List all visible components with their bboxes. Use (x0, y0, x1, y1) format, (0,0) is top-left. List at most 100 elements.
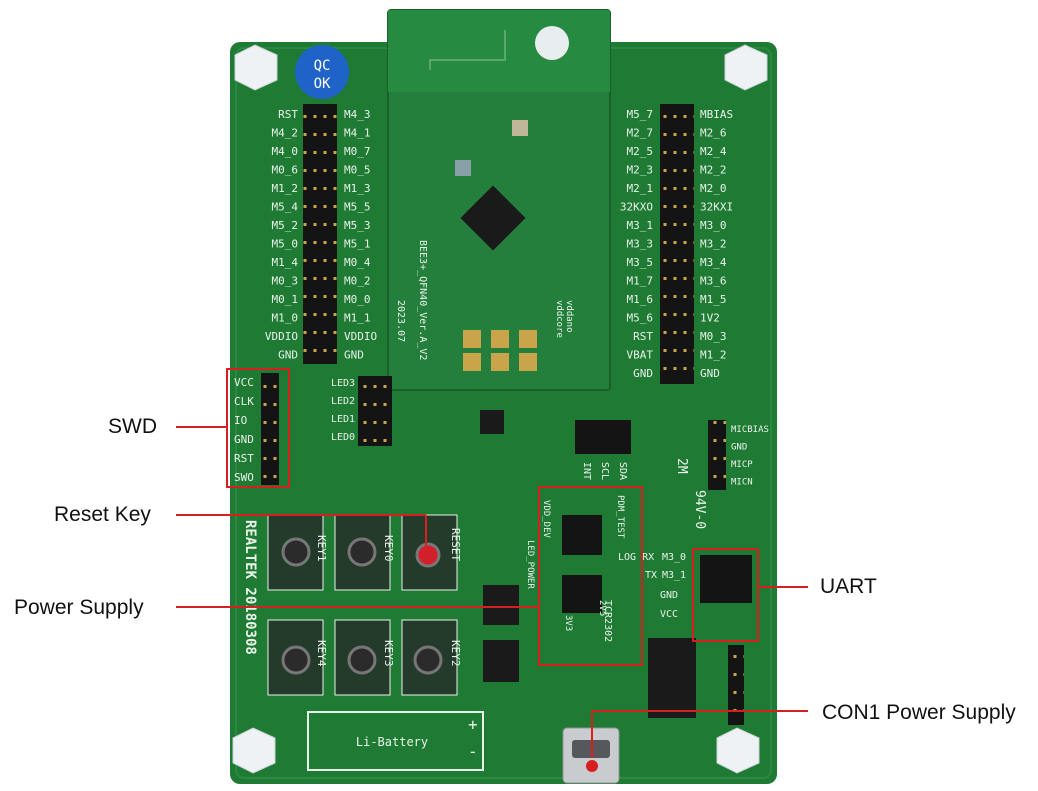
svg-text:KEY0: KEY0 (382, 535, 395, 562)
silk-label: M3_6 (700, 275, 727, 288)
silk-label: M2_4 (700, 145, 727, 158)
swd-callout-label: SWD (108, 415, 157, 438)
silk-label: MICBIAS (731, 425, 769, 435)
silk-label: M1_0 (272, 312, 299, 325)
silk-label: MICP (731, 460, 753, 470)
led-header (358, 376, 392, 446)
silk-label: MICN (731, 478, 753, 488)
silk-label: GND (278, 349, 298, 362)
regulator-chip (483, 585, 519, 625)
silk-label: M1_1 (344, 312, 371, 325)
right-header (660, 104, 694, 384)
brand-text: REALTEK 20180308 (242, 520, 258, 655)
silk-label: VDDIO (265, 330, 298, 343)
silk-label: VDDIO (344, 330, 377, 343)
silk-label: M0_1 (272, 293, 299, 306)
silk-label: GND (234, 433, 254, 446)
silk-label: M5_6 (627, 312, 654, 325)
silk-label: M5_5 (344, 201, 371, 214)
silk-label: M1_5 (700, 293, 727, 306)
qc-ok-sticker (295, 45, 349, 99)
silk-label: SWO (234, 471, 254, 484)
silk-label: M4_0 (272, 145, 299, 158)
battery-outline (307, 711, 484, 771)
silk-label: M3_3 (627, 238, 654, 251)
left-header (303, 104, 337, 364)
silk-label: M0_0 (344, 293, 371, 306)
reset-key-callout-label: Reset Key (54, 503, 151, 526)
silk-label: M5_0 (272, 238, 299, 251)
power-jumper-bottom (562, 575, 602, 613)
svg-text:+: + (468, 715, 478, 734)
battery-label: Li-Battery (356, 735, 428, 749)
vddcore-label: vddcore (554, 300, 564, 338)
silk-label: M5_1 (344, 238, 371, 251)
silk-label: M2_6 (700, 127, 727, 140)
svg-text:KEY2: KEY2 (449, 640, 462, 667)
reset-button-icon (415, 542, 441, 568)
silk-label: RST (234, 452, 254, 465)
silk-label: SDA (617, 462, 628, 480)
uart-jumpers (700, 555, 752, 603)
module-date: 2023.07 (395, 300, 406, 342)
silk-label: M1_2 (700, 349, 727, 362)
code-text: 2M (674, 458, 689, 474)
silk-label: GND (700, 367, 720, 380)
con1-power-supply-callout-label: CON1 Power Supply (822, 701, 1016, 724)
silk-label: MBIAS (700, 108, 733, 121)
mounting-hole-icon (535, 26, 569, 60)
uart-highlight-box (692, 548, 759, 642)
silk-label: M3_0 (700, 219, 727, 232)
vddano-label: vddano (564, 300, 574, 333)
mic-labels: MICBIAS GND MICP MICN (731, 425, 769, 488)
svg-text:RESET: RESET (449, 528, 462, 561)
silk-label: M5_7 (627, 108, 654, 121)
silk-label: 2V5 (597, 600, 607, 616)
swd-header (261, 373, 279, 485)
silk-label: M2_7 (627, 127, 654, 140)
silk-label: RST (633, 330, 653, 343)
module-text: BEE3+_QFN40_Ver.A_V2 (417, 240, 428, 360)
silk-label: M3_2 (700, 238, 727, 251)
silk-label: M1_4 (272, 256, 299, 269)
silk-label: M0_5 (344, 164, 371, 177)
silk-label: M5_2 (272, 219, 299, 232)
chip-label: TCR2302 (602, 600, 613, 642)
silk-label: CLK (234, 395, 254, 408)
silk-label: GND (633, 367, 653, 380)
silk-label: M4_1 (344, 127, 371, 140)
silk-label: M0_7 (344, 145, 371, 158)
push-buttons (267, 514, 458, 696)
silk-label: M3_4 (700, 256, 727, 269)
silk-label: VCC (660, 609, 678, 620)
silk-label: LOG RX (618, 552, 654, 563)
silk-label: 32KXI (700, 201, 733, 214)
right-header-outer-labels: MBIASM2_6M2_4M2_2M2_032KXIM3_0M3_2M3_4M3… (700, 108, 733, 380)
silk-label: M0_6 (272, 164, 299, 177)
left-header-inner-labels: M4_3M4_1M0_7M0_5M1_3M5_5M5_3M5_1M0_4M0_2… (344, 108, 377, 362)
silk-label: GND (731, 443, 747, 453)
cp-header (728, 645, 744, 725)
silk-label: M4_3 (344, 108, 371, 121)
silk-label: INT (581, 462, 592, 480)
silk-label: M0_3 (700, 330, 727, 343)
silk-label: M2_3 (627, 164, 654, 177)
silk-label: 32KXO (620, 201, 653, 214)
ldo-chip (483, 640, 519, 682)
silk-label: VCC (234, 376, 254, 389)
silk-label: IO (234, 414, 247, 427)
silk-label: M2_1 (627, 182, 654, 195)
silk-label: M2_0 (700, 182, 727, 195)
silk-label: M3_5 (627, 256, 654, 269)
silk-label: GND (660, 590, 678, 601)
ok-text: OK (314, 76, 331, 92)
module-pads (463, 330, 537, 371)
silk-label: M1_6 (627, 293, 654, 306)
silk-label: M4_2 (272, 127, 299, 140)
silk-label: VDD_DEV (541, 500, 551, 539)
svg-text:KEY4: KEY4 (315, 640, 328, 667)
